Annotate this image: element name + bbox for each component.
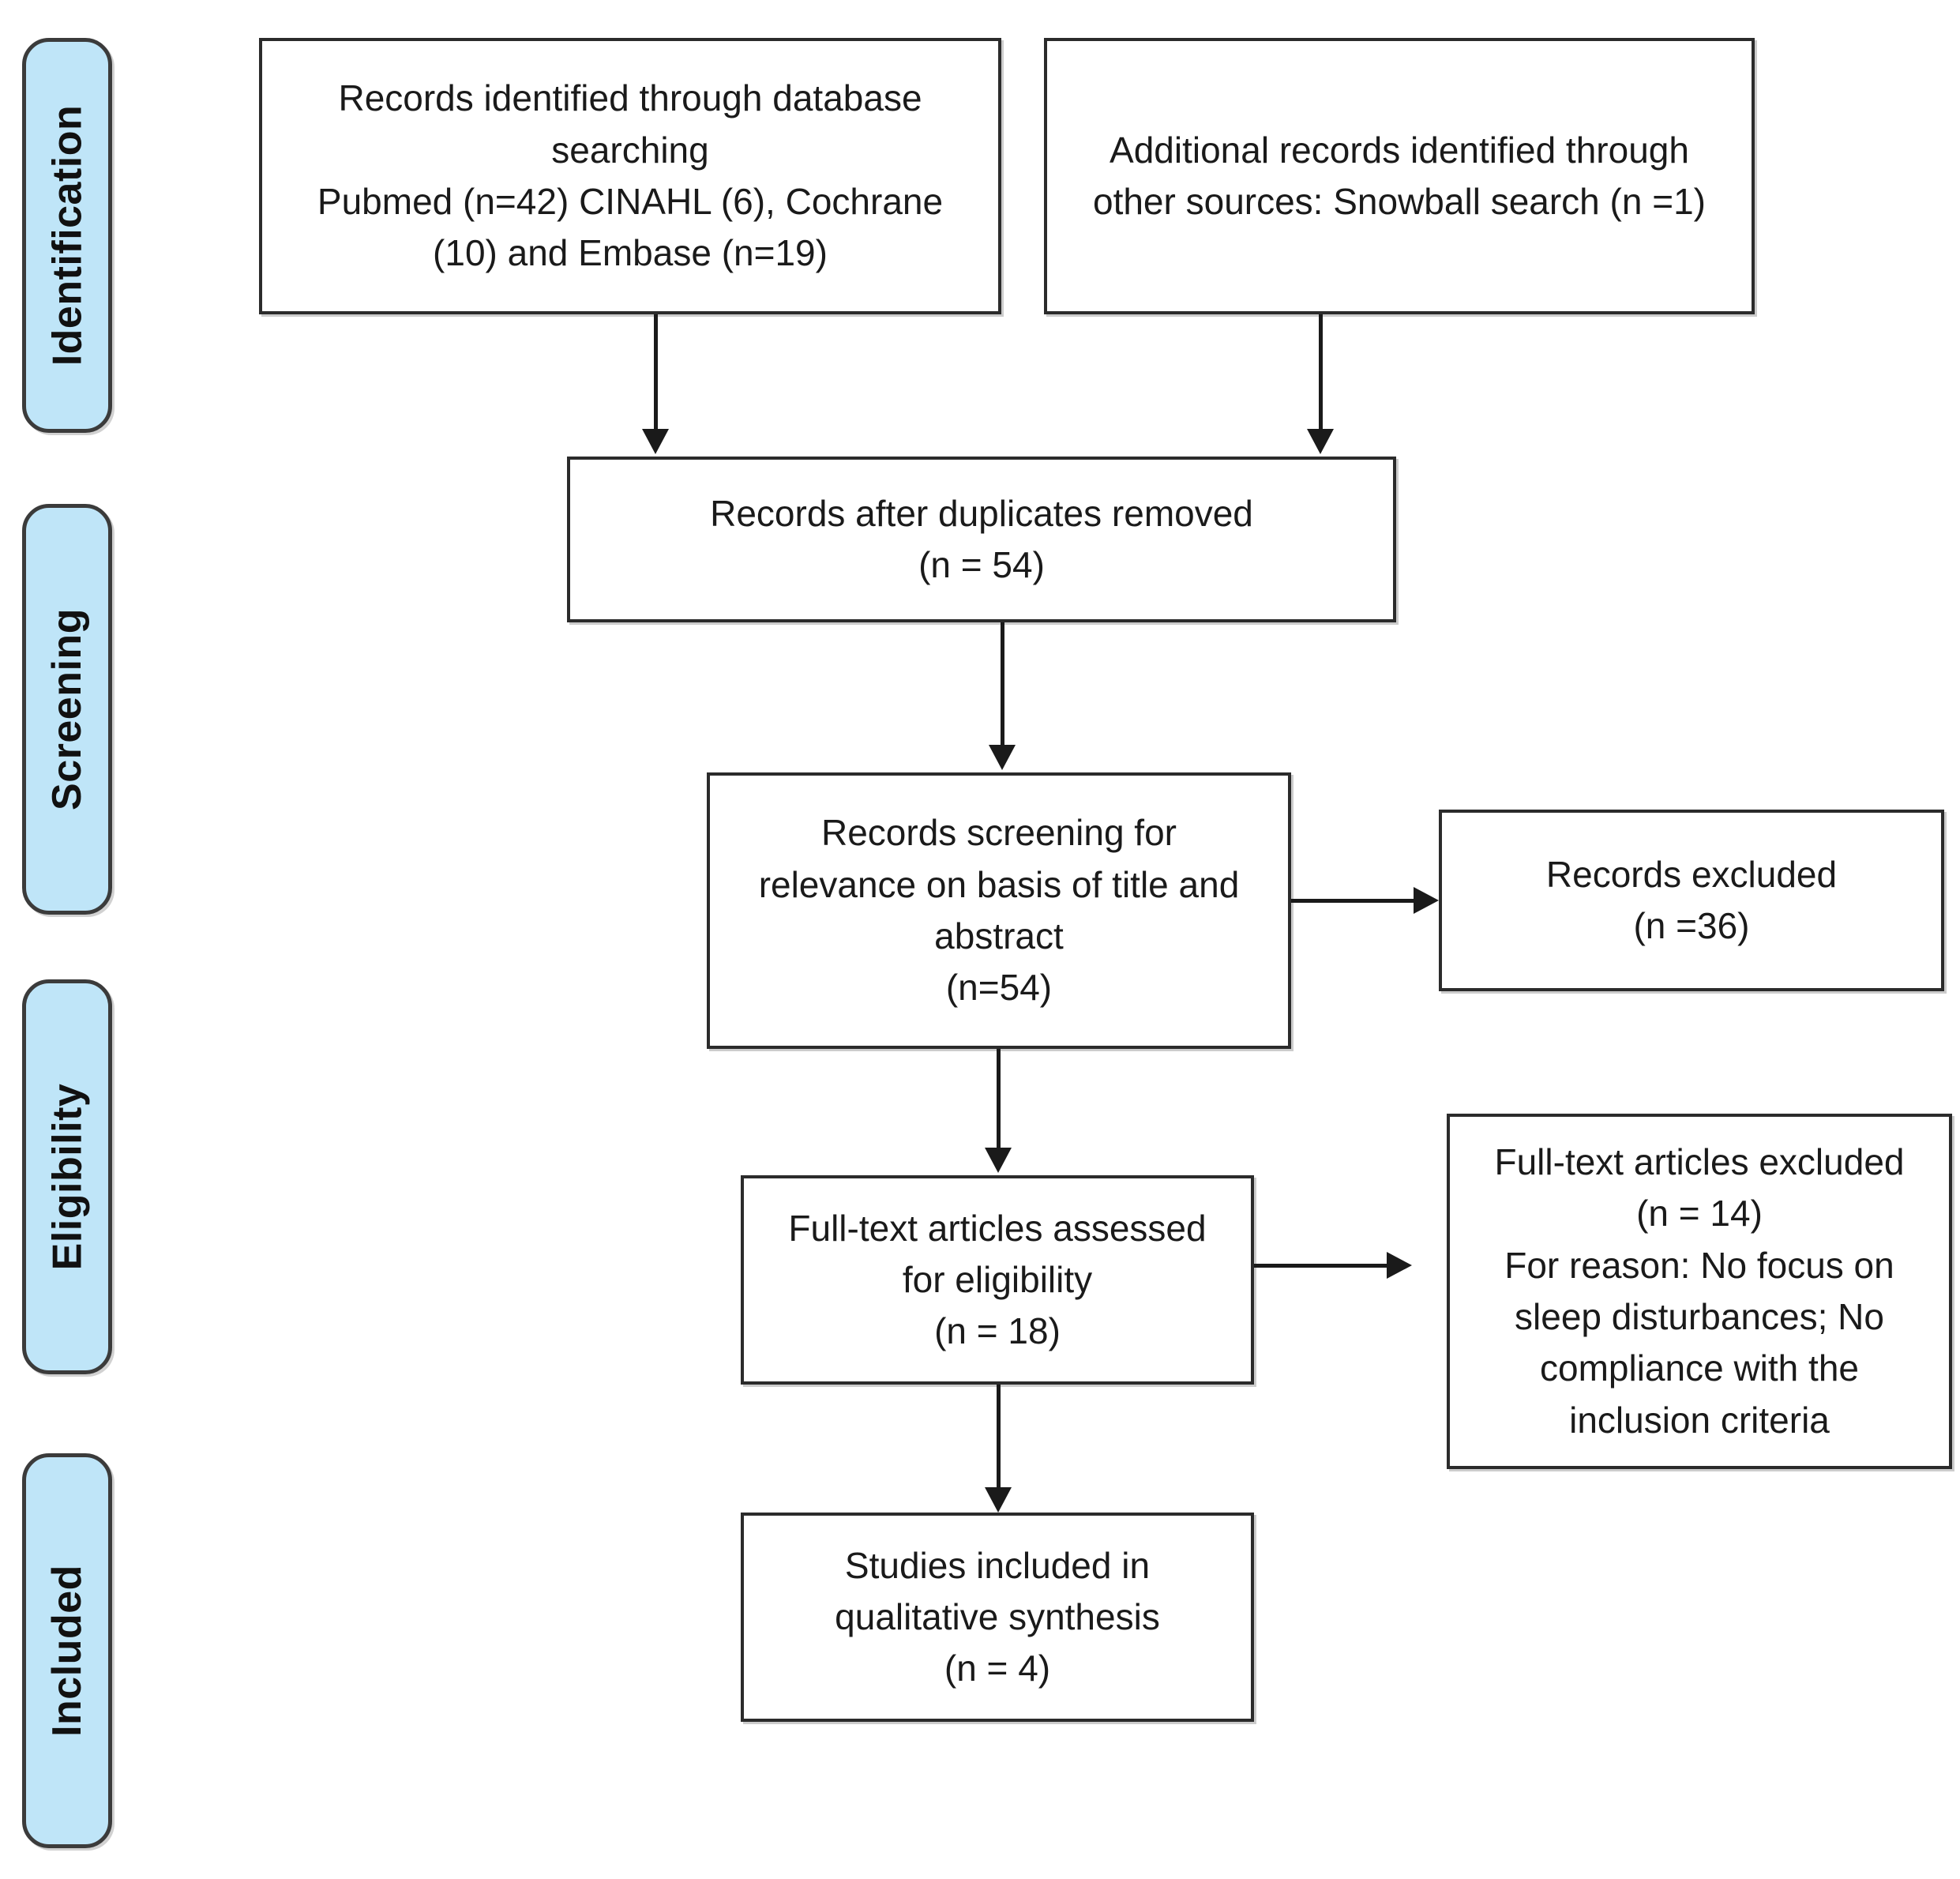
box-studies-included-text: Studies included in qualitative synthesi… [835,1544,1160,1689]
connector-duplicates-to-screening [1001,622,1004,745]
arrowhead-database-to-duplicates [642,429,669,454]
box-records-after-duplicates-removed-text: Records after duplicates removed (n = 54… [710,492,1253,585]
stage-label-screening: Screening [44,608,91,810]
connector-fulltext-to-included [997,1385,1001,1487]
arrowhead-fulltext-to-included [985,1487,1012,1513]
box-fulltext-assessed-text: Full-text articles assessed for eligibil… [788,1207,1207,1352]
connector-database-to-duplicates [654,314,658,429]
stage-pill-screening: Screening [22,504,112,915]
stage-pill-identification: Identification [22,38,112,433]
stage-label-identification: Identification [44,104,90,366]
connector-screened-to-fulltext [997,1049,1001,1148]
stage-label-eligibility: Eligibility [44,1083,91,1271]
arrowhead-fulltext-to-excluded [1387,1252,1412,1279]
box-additional-records-other-sources: Additional records identified through ot… [1044,38,1755,314]
stage-pill-eligibility: Eligibility [22,979,112,1374]
box-records-excluded-text: Records excluded (n =36) [1545,853,1838,946]
box-additional-records-other-sources-text: Additional records identified through ot… [1092,129,1706,222]
box-records-screened: Records screening for relevance on basis… [707,772,1291,1049]
connector-fulltext-to-excluded [1254,1264,1388,1268]
box-records-identified-database: Records identified through database sear… [259,38,1001,314]
box-records-excluded: Records excluded (n =36) [1439,810,1944,991]
arrowhead-duplicates-to-screening [989,745,1016,770]
stage-pill-included: Included [22,1453,112,1848]
box-records-identified-database-text: Records identified through database sear… [317,77,944,274]
connector-screened-to-excluded [1291,899,1415,903]
box-studies-included: Studies included in qualitative synthesi… [741,1513,1254,1722]
connector-other-sources-to-duplicates [1319,314,1323,429]
arrowhead-screened-to-fulltext [985,1148,1012,1173]
box-records-screened-text: Records screening for relevance on basis… [758,812,1240,1009]
box-records-after-duplicates-removed: Records after duplicates removed (n = 54… [567,457,1396,622]
box-fulltext-assessed: Full-text articles assessed for eligibil… [741,1175,1254,1385]
arrowhead-other-sources-to-duplicates [1307,429,1334,454]
box-fulltext-excluded-text: Full-text articles excluded (n = 14) For… [1494,1141,1905,1441]
box-fulltext-excluded: Full-text articles excluded (n = 14) For… [1447,1114,1952,1469]
stage-label-included: Included [44,1565,91,1737]
arrowhead-screened-to-excluded [1414,887,1439,914]
